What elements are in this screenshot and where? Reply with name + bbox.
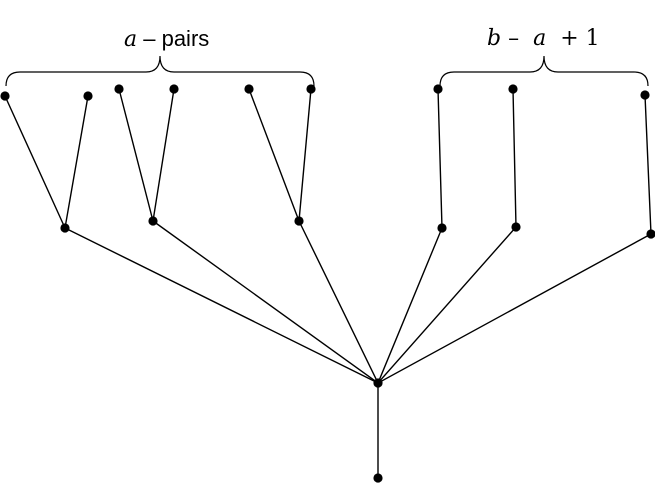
label-variable-a: a [533,26,547,51]
label-minus-sign: – [501,26,534,51]
label-a-pairs: a – pairs [110,6,209,51]
node-l9 [640,90,650,100]
braces [5,55,649,87]
brace-left [5,55,315,87]
node-l1 [0,91,10,101]
label-a-pairs-text: – pairs [137,26,210,51]
edge-root-m2 [152,220,379,384]
label-b-minus-a-plus-1: b – a + 1 [473,6,600,50]
node-m4 [437,223,447,233]
node-l3 [114,84,124,94]
edge-m2-l3 [118,88,154,222]
edge-m6-l9 [644,94,652,235]
edge-root-m6 [377,233,652,384]
edge-root-m3 [298,220,379,384]
node-m3 [294,216,304,226]
node-l7 [433,84,443,94]
edge-m4-l7 [437,88,443,229]
edge-m3-l5 [248,88,300,222]
node-m1 [60,223,70,233]
node-l8 [508,84,518,94]
label-variable-b: b [487,26,502,51]
node-l5 [244,84,254,94]
node-m5 [511,222,521,232]
edge-root-m5 [377,226,517,384]
node-stem [373,473,383,483]
node-root [373,378,383,388]
edge-m2-l4 [152,88,175,222]
edge-m5-l8 [512,88,517,228]
edge-m1-l2 [64,95,89,229]
node-l4 [169,84,179,94]
brace-right [439,55,649,87]
label-plus-one: + 1 [546,26,600,51]
edges [4,88,652,479]
node-l2 [83,91,93,101]
edge-root-m1 [64,227,379,384]
nodes [0,84,655,483]
edge-m1-l1 [4,95,66,229]
edge-m3-l6 [298,88,312,222]
node-m2 [148,216,158,226]
node-m6 [646,229,655,239]
edge-root-m4 [377,227,443,384]
node-l6 [306,84,316,94]
label-a-pairs-variable: a [124,27,138,52]
